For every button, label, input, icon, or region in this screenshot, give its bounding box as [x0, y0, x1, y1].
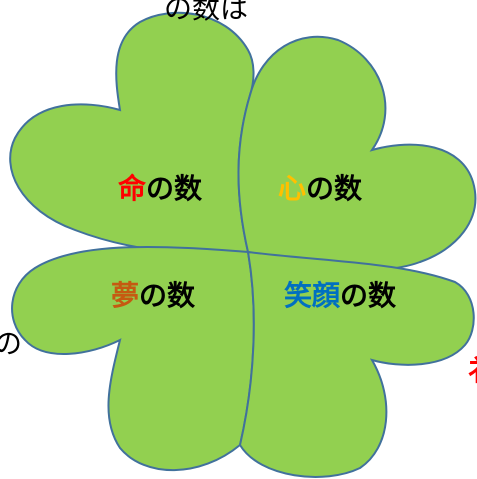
leaf-prefix-inochi: 命	[118, 172, 147, 205]
fragment-top-left: の数は	[164, 0, 248, 25]
leaf-label-bottom-right: 笑顔の数	[284, 279, 397, 312]
fragment-bottom-left: の	[0, 327, 22, 360]
leaf-label-top-right: 心の数	[278, 172, 363, 205]
leaf-prefix-yume: 夢	[111, 279, 139, 312]
leaf-suffix-yume: の数	[139, 279, 196, 312]
clover-leaf-bottom-right	[238, 250, 475, 478]
leaf-suffix-kokoro: の数	[306, 172, 363, 205]
leaf-prefix-egao: 笑顔	[284, 279, 341, 312]
leaf-suffix-egao: の数	[340, 279, 397, 312]
leaf-label-top-left: 命の数	[118, 172, 203, 205]
leaf-label-bottom-left: 夢の数	[111, 279, 196, 312]
leaf-prefix-kokoro: 心	[278, 172, 306, 205]
clover-leaf-top-left	[9, 11, 255, 255]
leaf-suffix-inochi: の数	[146, 172, 203, 205]
fragment-bottom-right: 衤	[468, 354, 477, 387]
clover-leaf-top-right	[237, 35, 477, 271]
